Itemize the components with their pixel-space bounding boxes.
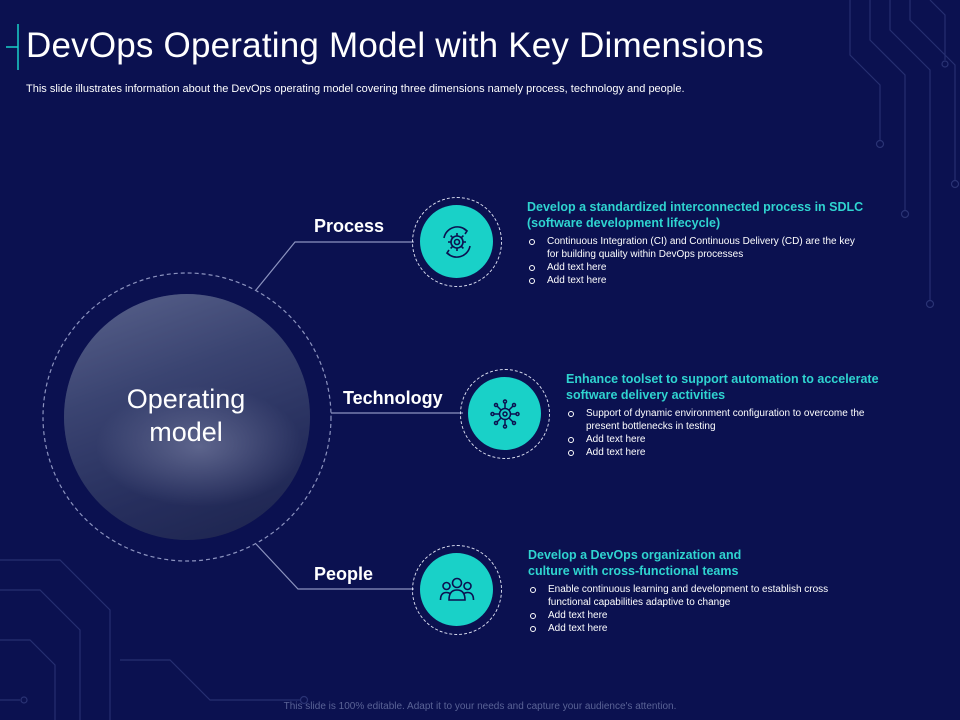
technology-heading: Enhance toolset to support automation to… (566, 372, 879, 402)
people-heading: Develop a DevOps organization and cultur… (528, 548, 742, 578)
slide-subtitle: This slide illustrates information about… (26, 83, 685, 95)
team-people-icon (439, 577, 474, 601)
technology-icon-circle (468, 377, 541, 450)
operating-model-label: Operating model (126, 384, 246, 447)
process-icon-ring (412, 197, 502, 287)
process-bullet: Continuous Integration (CI) and Continuo… (527, 235, 867, 261)
dimension-label-process: Process (314, 216, 385, 236)
slide-title: DevOps Operating Model with Key Dimensio… (26, 26, 764, 65)
process-bullet: Add text here (527, 261, 867, 274)
slide-footer: This slide is 100% editable. Adapt it to… (283, 701, 677, 712)
people-bullets: Enable continuous learning and developme… (528, 583, 868, 635)
process-bullet: Add text here (527, 274, 867, 287)
operating-model-circle: Operating model (64, 294, 310, 540)
technology-bullet: Support of dynamic environment configura… (566, 407, 896, 433)
technology-bullets: Support of dynamic environment configura… (566, 407, 896, 459)
people-bullet: Enable continuous learning and developme… (528, 583, 868, 609)
photo-overlay (64, 294, 310, 540)
people-icon-circle (420, 553, 493, 626)
title-accent-line (6, 24, 19, 70)
people-icon-ring (412, 545, 502, 635)
process-description: Develop a standardized interconnected pr… (527, 199, 867, 287)
technology-icon-ring (460, 369, 550, 459)
dimension-label-people: People (314, 564, 374, 584)
process-bullets: Continuous Integration (CI) and Continuo… (527, 235, 867, 287)
technology-bullet: Add text here (566, 446, 896, 459)
process-heading: Develop a standardized interconnected pr… (527, 200, 864, 230)
technology-description: Enhance toolset to support automation to… (566, 371, 896, 459)
people-bullet: Add text here (528, 622, 868, 635)
people-description: Develop a DevOps organization and cultur… (528, 547, 868, 635)
people-bullet: Add text here (528, 609, 868, 622)
gear-cycle-icon (442, 225, 471, 258)
technology-bullet: Add text here (566, 433, 896, 446)
dimension-label-technology: Technology (343, 388, 443, 408)
process-icon-circle (420, 205, 493, 278)
circuit-chip-icon (489, 398, 520, 429)
